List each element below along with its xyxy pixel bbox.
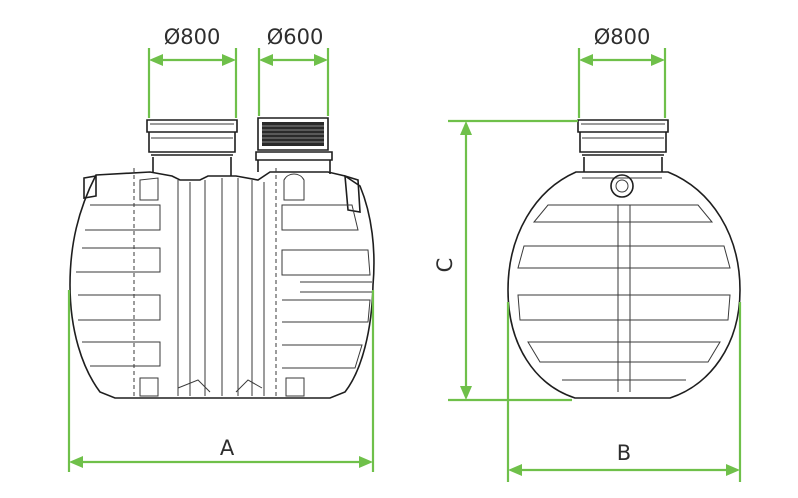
side-inlet-pipe <box>610 174 634 198</box>
front-right-diameter-label: Ø600 <box>267 25 324 49</box>
length-label: A <box>220 436 235 460</box>
front-left-hub <box>83 175 97 199</box>
front-left-diameter-label: Ø800 <box>164 25 221 49</box>
side-diameter-label: Ø800 <box>594 25 651 49</box>
front-right-hub <box>344 174 361 213</box>
dim-side-diameter: Ø800 <box>577 25 667 118</box>
dim-length: A <box>67 290 375 472</box>
side-view: Ø800 B C <box>433 25 742 482</box>
front-right-ribs <box>281 173 372 397</box>
side-manhole <box>577 119 669 172</box>
front-centre-corrugation <box>177 178 265 396</box>
front-right-manhole <box>255 117 333 174</box>
side-tank-body <box>507 171 741 399</box>
height-label: C <box>433 258 457 273</box>
front-left-ribs <box>76 177 161 397</box>
front-tank-body <box>69 171 375 399</box>
front-left-manhole <box>146 119 238 176</box>
side-centre-posts <box>617 205 631 392</box>
side-ribs <box>517 204 731 381</box>
dim-front-right-diameter: Ø600 <box>257 25 330 116</box>
width-label: B <box>617 441 631 465</box>
dim-width: B <box>506 302 742 482</box>
dim-height: C <box>433 119 578 402</box>
front-view: Ø800 Ø600 A <box>67 25 375 472</box>
dim-front-left-diameter: Ø800 <box>147 25 238 118</box>
